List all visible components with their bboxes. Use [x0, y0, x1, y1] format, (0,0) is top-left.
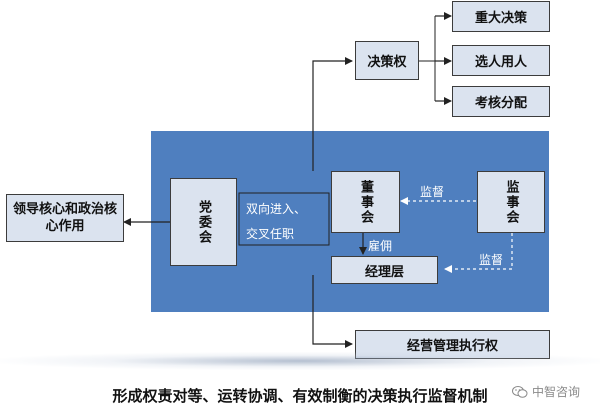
- exec-rights-label: 经营管理执行权: [406, 339, 498, 354]
- two-way-frame: [238, 192, 330, 246]
- appraisal-box: 考核分配: [452, 86, 550, 117]
- major-decisions-box: 重大决策: [452, 1, 550, 32]
- arrow-board-to-decision: [312, 57, 353, 171]
- supervisors-box: 监事会: [477, 171, 545, 233]
- party-committee-box: 党委会: [170, 178, 237, 266]
- appraisal-label: 考核分配: [474, 96, 527, 111]
- major-decisions-label: 重大决策: [474, 11, 527, 26]
- management-box: 经理层: [331, 256, 438, 284]
- two-way-label-line1: 双向进入、: [246, 202, 307, 216]
- board-label: 董事会: [358, 179, 373, 225]
- decision-rights-box: 决策权: [355, 41, 419, 80]
- footer-divider: [0, 352, 600, 370]
- decision-rights-label: 决策权: [367, 55, 407, 70]
- two-way-label-line2: 交叉任职: [246, 227, 295, 241]
- wechat-icon: [512, 385, 528, 398]
- select-personnel-label: 选人用人: [474, 55, 527, 70]
- party-committee-label: 党委会: [196, 199, 211, 245]
- management-label: 经理层: [364, 264, 404, 280]
- caption: 形成权责对等、运转协调、有效制衡的决策执行监督机制: [112, 387, 488, 405]
- board-box: 董事会: [331, 171, 400, 233]
- select-personnel-box: 选人用人: [452, 45, 550, 76]
- watermark-text: 中智咨询: [532, 385, 581, 399]
- supervisors-label: 监事会: [503, 179, 519, 225]
- arrow-mgmt-to-exec: [312, 275, 353, 348]
- arrow-supervise-mgmt: [444, 233, 513, 273]
- supervise-mgmt-label: 监督: [479, 253, 504, 267]
- watermark: 中智咨询: [512, 383, 580, 400]
- leadership-box: 领导核心和政治核心作用: [6, 194, 124, 242]
- supervise-board-label: 监督: [420, 185, 445, 199]
- hire-label: 雇佣: [368, 239, 393, 253]
- leadership-label: 领导核心和政治核心作用: [13, 202, 118, 234]
